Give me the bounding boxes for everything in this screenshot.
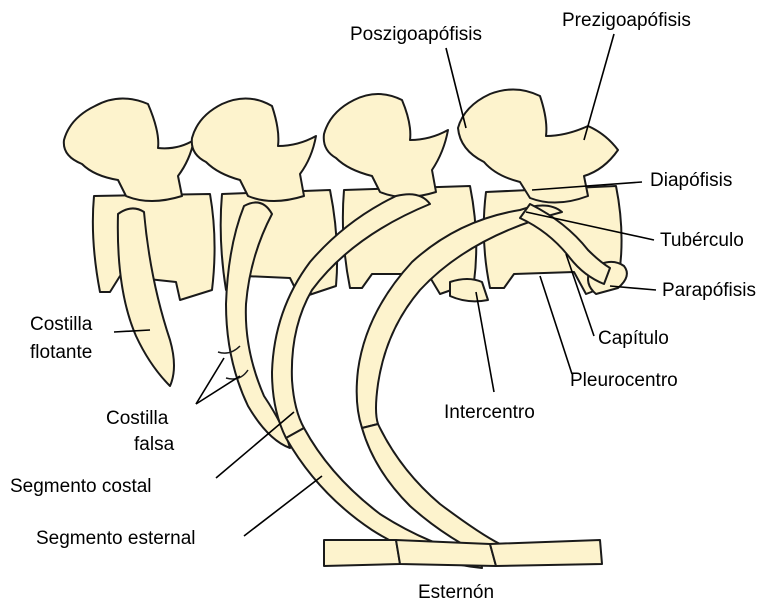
label-costilla-flotante-line-1: Costilla: [30, 314, 93, 335]
label-poszigoapofisis: Poszigoapófisis: [350, 24, 482, 45]
label-prezigoapofisis: Prezigoapófisis: [562, 10, 691, 31]
sternum-segment-2: [396, 540, 496, 566]
leader-segmento-esternal: [244, 476, 322, 536]
label-diapofisis: Diapófisis: [650, 170, 732, 191]
label-costilla-flotante-line-2: flotante: [30, 342, 92, 363]
leader-prezigoapofisis: [584, 34, 614, 140]
label-costilla-falsa-line-1: Costilla: [106, 408, 169, 429]
label-parapofisis: Parapófisis: [662, 280, 756, 301]
leader-poszigoapofisis: [446, 48, 466, 128]
leader-pleurocentro: [540, 276, 572, 374]
label-intercentro: Intercentro: [444, 402, 535, 423]
leader-costilla-falsa-b: [196, 376, 240, 404]
vertebra-3-rib-head: [450, 279, 488, 301]
label-esternon: Esternón: [418, 582, 494, 603]
label-tuberculo: Tubérculo: [660, 230, 744, 251]
label-segmento-costal: Segmento costal: [10, 476, 152, 497]
sternum-segment-3: [490, 540, 602, 566]
leader-intercentro: [476, 292, 494, 392]
sternum-segment-1: [324, 540, 400, 566]
vertebra-3-neural-arch: [324, 94, 448, 197]
leader-costilla-falsa-a: [196, 358, 224, 404]
sternum: [324, 540, 602, 566]
vertebra-2-neural-arch: [192, 98, 316, 201]
label-capitulo: Capítulo: [598, 328, 669, 349]
label-pleurocentro: Pleurocentro: [570, 370, 678, 391]
label-segmento-esternal: Segmento esternal: [36, 528, 196, 549]
vertebra-1-neural-arch: [64, 98, 194, 201]
label-costilla-falsa-line-2: falsa: [134, 434, 175, 455]
